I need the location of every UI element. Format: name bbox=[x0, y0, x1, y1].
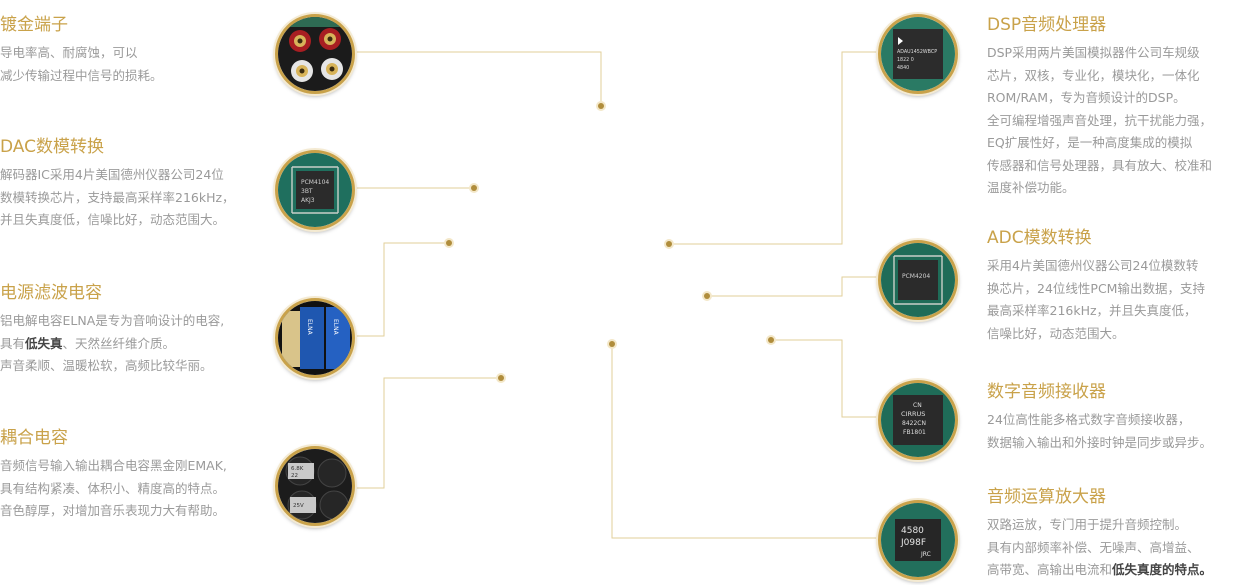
connector-dot bbox=[704, 293, 710, 299]
feature-adc: ADC模数转换 采用4片美国德州仪器公司24位模数转 换芯片，24位线性PCM输… bbox=[987, 227, 1205, 345]
dsp-chip-photo: ADAU1452WBCP 1822 0 4840 bbox=[878, 14, 958, 94]
feature-title: 电源滤波电容 bbox=[0, 283, 102, 303]
feature-title: 镀金端子 bbox=[0, 15, 68, 35]
chip-marking: AKJ3 bbox=[301, 197, 315, 204]
feature-desc-line: 双路运放，专门用于提升音频控制。 bbox=[987, 517, 1188, 532]
opamp-chip-photo: 4580 J098F JRC bbox=[878, 500, 958, 580]
chip-marking: 25V bbox=[293, 503, 304, 509]
feature-desc-line: 解码器IC采用4片美国德州仪器公司24位 bbox=[0, 167, 224, 182]
dac-chip-photo: PCM4104 3BT AKJ3 bbox=[275, 150, 355, 230]
feature-desc-line: 具有低失真、天然丝纤维介质。 bbox=[0, 335, 176, 351]
adc-chip-photo: PCM4204 bbox=[878, 240, 958, 320]
feature-dac: DAC数模转换 解码器IC采用4片美国德州仪器公司24位 数模转换芯片，支持最高… bbox=[0, 136, 235, 232]
chip-marking: 1822 0 bbox=[897, 57, 914, 63]
connector-dot bbox=[598, 103, 604, 109]
feature-coupling-cap: 耦合电容 音频信号输入输出耦合电容黑金刚EMAK, 具有结构紧凑、体积小、精度高… bbox=[0, 427, 227, 523]
chip-marking: 22 bbox=[291, 473, 298, 479]
feature-desc-line: 24位高性能多格式数字音频接收器， bbox=[987, 412, 1191, 427]
feature-desc-line: 芯片，双核，专业化，模块化，一体化 bbox=[987, 67, 1200, 83]
feature-desc-line: 具有结构紧凑、体积小、精度高的特点。 bbox=[0, 480, 226, 496]
connector-dot bbox=[471, 185, 477, 191]
feature-dsp: DSP音频处理器 DSP采用两片美国模拟器件公司车规级 芯片，双核，专业化，模块… bbox=[987, 14, 1212, 200]
feature-desc-line: 并且失真度低，信噪比好，动态范围大。 bbox=[0, 212, 226, 227]
feature-gold-terminal: 镀金端子 导电率高、耐腐蚀，可以 减少传输过程中信号的损耗。 bbox=[0, 14, 163, 87]
chip-marking: 4840 bbox=[897, 65, 909, 71]
feature-desc-line: 声音柔顺、温暖松软，高频比较华丽。 bbox=[0, 358, 213, 373]
chip-marking: ELNA bbox=[332, 319, 339, 336]
feature-desc-line: 数模转换芯片，支持最高采样率216kHz， bbox=[0, 189, 235, 205]
chip-marking: 3BT bbox=[301, 188, 313, 195]
connector-dot bbox=[498, 375, 504, 381]
feature-desc-line: 温度补偿功能。 bbox=[987, 180, 1075, 195]
feature-title: DAC数模转换 bbox=[0, 137, 104, 157]
gold-terminal-photo bbox=[275, 14, 355, 94]
chip-marking: 8422CN bbox=[902, 420, 926, 427]
chip-marking: CN bbox=[913, 402, 922, 409]
feature-desc-line: 采用4片美国德州仪器公司24位模数转 bbox=[987, 258, 1199, 273]
feature-desc-line: 全可编程增强声音处理，抗干扰能力强， bbox=[987, 112, 1213, 128]
feature-desc-line: 高带宽、高输出电流和低失真度的特点。 bbox=[987, 562, 1213, 577]
chip-marking: JRC bbox=[920, 551, 931, 558]
chip-marking: PCM4104 bbox=[301, 179, 329, 186]
power-cap-photo: ELNA ELNA bbox=[275, 298, 355, 378]
feature-desc-line: ROM/RAM，专为音频设计的DSP。 bbox=[987, 90, 1186, 105]
feature-desc-line: EQ扩展性好，是一种高度集成的模拟 bbox=[987, 135, 1193, 150]
chip-marking: 6.8K bbox=[291, 466, 304, 472]
feature-desc-line: 换芯片，24位线性PCM输出数据，支持 bbox=[987, 280, 1205, 296]
feature-title: 音频运算放大器 bbox=[987, 487, 1106, 507]
feature-desc-line: DSP采用两片美国模拟器件公司车规级 bbox=[987, 45, 1200, 60]
feature-desc-line: 最高采样率216kHz，并且失真度低， bbox=[987, 303, 1197, 318]
connector-dot bbox=[666, 241, 672, 247]
chip-marking: ADAU1452WBCP bbox=[897, 49, 937, 55]
receiver-chip-photo: CN CIRRUS 8422CN FB1801 bbox=[878, 380, 958, 460]
connector-dot bbox=[768, 337, 774, 343]
feature-desc-line: 传感器和信号处理器，具有放大、校准和 bbox=[987, 157, 1213, 173]
chip-marking: PCM4204 bbox=[902, 273, 930, 280]
feature-title: ADC模数转换 bbox=[987, 228, 1092, 248]
feature-desc-line: 铝电解电容ELNA是专为音响设计的电容, bbox=[0, 313, 225, 328]
feature-power-cap: 电源滤波电容 铝电解电容ELNA是专为音响设计的电容, 具有低失真、天然丝纤维介… bbox=[0, 282, 224, 378]
feature-desc-line: 信噪比好，动态范围大。 bbox=[987, 325, 1125, 341]
chip-marking: 4580 bbox=[901, 526, 924, 536]
feature-desc-line: 音频信号输入输出耦合电容黑金刚EMAK, bbox=[0, 458, 227, 473]
feature-desc-line: 导电率高、耐腐蚀，可以 bbox=[0, 45, 138, 60]
chip-marking: ELNA bbox=[306, 319, 313, 336]
connector-dot bbox=[446, 240, 452, 246]
feature-desc-line: 具有内部频率补偿、无噪声、高增益、 bbox=[987, 539, 1200, 555]
chip-marking: FB1801 bbox=[903, 429, 926, 436]
feature-desc-line: 减少传输过程中信号的损耗。 bbox=[0, 67, 163, 83]
chip-marking: CIRRUS bbox=[901, 410, 925, 418]
feature-desc-line: 音色醇厚，对增加音乐表现力大有帮助。 bbox=[0, 503, 226, 518]
feature-receiver: 数字音频接收器 24位高性能多格式数字音频接收器， 数据输入输出和外接时钟是同步… bbox=[987, 381, 1212, 454]
feature-title: 数字音频接收器 bbox=[987, 382, 1106, 402]
feature-title: DSP音频处理器 bbox=[987, 15, 1107, 35]
feature-opamp: 音频运算放大器 双路运放，专门用于提升音频控制。 具有内部频率补偿、无噪声、高增… bbox=[987, 486, 1212, 582]
chip-marking: J098F bbox=[900, 538, 926, 548]
feature-title: 耦合电容 bbox=[0, 428, 68, 448]
connector-dot bbox=[609, 341, 615, 347]
feature-desc-line: 数据输入输出和外接时钟是同步或异步。 bbox=[987, 434, 1213, 450]
coupling-cap-photo: 6.8K 22 25V bbox=[275, 446, 355, 526]
